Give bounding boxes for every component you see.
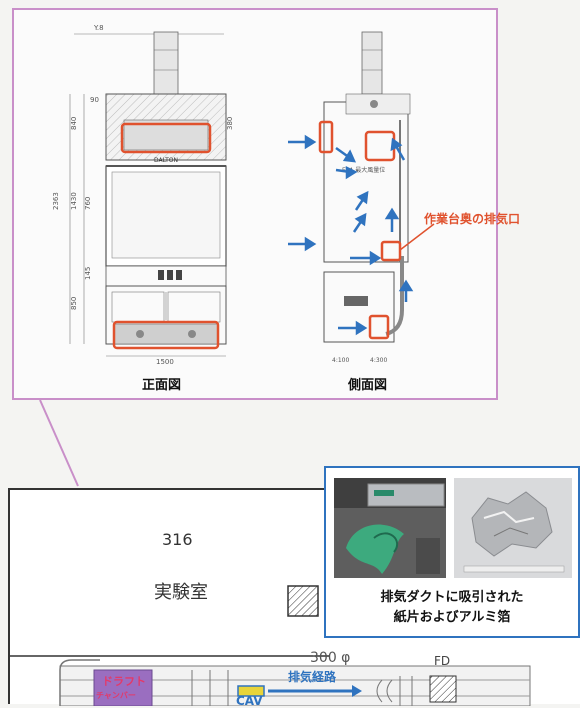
drawing-panel: Y.8 DALTON [12,8,520,400]
dim-side-1: 4:100 [332,357,349,364]
exhaust-route-label: 排気経路 [288,670,337,684]
fd-label: FD [434,654,451,668]
side-note: ELA 最大風量位 [342,166,385,174]
floor-plan-lines [10,585,531,706]
dim-top: Y.8 [93,24,104,32]
photo-callout: 排気ダクトに吸引された 紙片およびアルミ箔 [324,466,580,638]
dim-strip: 145 [84,267,92,280]
front-view-caption: 正面図 [142,378,182,393]
dim-side-2: 4:300 [370,357,387,364]
dim-overall: 2363 [52,192,60,210]
side-view-caption: 側面図 [348,378,388,393]
cav-label: CAV [236,694,263,708]
duct-size-label: 300 φ [310,650,351,666]
room-number: 316 [162,530,193,549]
duct-photo [334,478,446,578]
callout-caption-1: 排気ダクトに吸引された [380,590,524,605]
front-view: Y.8 DALTON [52,24,234,366]
dim-cab: 850 [70,297,78,310]
draft-label-2: チャンバー [96,691,136,700]
foil-photo [454,478,572,578]
brand-label: DALTON [154,157,178,164]
dim-right: 380 [226,117,234,130]
draft-label: ドラフト [102,675,146,688]
dim-small: 90 [90,96,99,104]
fume-hood-drawings: Y.8 DALTON [52,24,435,366]
dim-hood: 840 [70,117,78,130]
label-pointer [399,223,435,251]
callout-caption-2: 紙片およびアルミ箔 [393,610,511,625]
front-highlights [112,122,220,350]
dim-sash: 1430 [70,192,78,210]
dim-width: 1500 [156,358,174,366]
flow-arrows [288,134,414,336]
room-name: 実験室 [154,582,208,603]
dim-window: 760 [84,197,92,210]
exhaust-port-label: 作業台奥の排気口 [424,212,521,226]
